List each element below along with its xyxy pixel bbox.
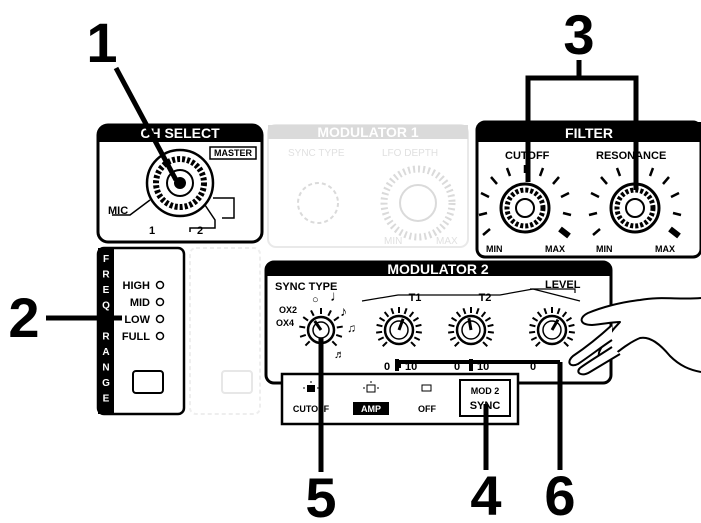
freq-range-letter: E xyxy=(103,394,110,405)
callout-6: 6 xyxy=(397,360,576,523)
sync-type-knob[interactable] xyxy=(299,308,343,347)
t1-zero: 0 xyxy=(384,361,390,373)
callout-2: 2 xyxy=(8,286,122,349)
callout-3: 3 xyxy=(525,3,639,190)
freq-option-led xyxy=(155,314,165,324)
freq-option-high: HIGH xyxy=(123,280,151,292)
x2-label: OX2 xyxy=(279,305,297,315)
x4-label: OX4 xyxy=(276,318,294,328)
note-icons: ○ ♩ ♪ ♫ ♬ xyxy=(312,288,356,361)
modulator2-destination-panel: CUTOFF AMP OFF MOD 2 SYNC xyxy=(280,372,520,426)
dest-amp: AMP xyxy=(361,404,381,414)
freq-range-letter: Q xyxy=(102,301,110,312)
svg-text:♩: ♩ xyxy=(330,288,345,305)
freq-option-led xyxy=(155,331,165,341)
filter-title: FILTER xyxy=(565,125,613,141)
freq-option-led xyxy=(155,280,165,290)
master-tag xyxy=(209,146,257,160)
callout-1: 1 xyxy=(86,11,179,182)
ch-select-title: CH SELECT xyxy=(140,125,220,141)
resonance-scale xyxy=(588,165,682,239)
sync-type-label: SYNC TYPE xyxy=(275,281,337,293)
svg-text:♪: ♪ xyxy=(340,303,347,319)
callout-1-number: 1 xyxy=(86,11,117,74)
ch-select-panel: CH SELECT MASTER MIC 1 2 xyxy=(96,123,264,244)
freq-range-letter: E xyxy=(103,285,110,296)
freq-range-options: HIGH MID LOW FULL xyxy=(122,280,165,343)
resonance-min: MIN xyxy=(596,244,613,254)
freq-range-button[interactable] xyxy=(132,370,164,394)
freq-range-letter: A xyxy=(102,347,109,358)
callout-4: 4 xyxy=(470,404,502,523)
freq-range-ghost-panel xyxy=(189,247,261,415)
callout-5-number: 5 xyxy=(305,466,336,523)
cutoff-knob[interactable] xyxy=(499,182,551,234)
t1-label: T1 xyxy=(409,292,422,304)
level-label: LEVEL xyxy=(545,279,581,291)
level-zero: 0 xyxy=(530,361,536,373)
off-indicator-icon xyxy=(421,384,432,392)
callout-4-number: 4 xyxy=(470,464,501,523)
mic-label: MIC xyxy=(108,205,128,217)
freq-range-letter: G xyxy=(102,378,110,389)
freq-option-mid: MID xyxy=(130,297,150,309)
modulator2-panel: MODULATOR 2 SYNC TYPE T1 T2 LEVEL OX2 OX… xyxy=(264,260,613,385)
modulator1-title: MODULATOR 1 xyxy=(317,124,419,140)
modulator2-title: MODULATOR 2 xyxy=(387,261,489,277)
freq-range-letter: F xyxy=(103,254,109,265)
ch2-label: 2 xyxy=(197,225,203,237)
modulator1-sync-knob xyxy=(297,182,339,224)
ch-select-knob[interactable] xyxy=(145,148,215,218)
freq-option-led xyxy=(155,297,165,307)
freq-range-letter: N xyxy=(102,363,109,374)
cutoff-max: MAX xyxy=(545,244,565,254)
modulator1-sync: SYNC TYPE xyxy=(288,148,345,159)
callout-3-number: 3 xyxy=(563,3,594,66)
callout-5: 5 xyxy=(305,338,337,523)
freq-option-low: LOW xyxy=(124,314,150,326)
mod2-label: MOD 2 xyxy=(471,386,500,396)
modulator1-min: MIN xyxy=(384,236,402,247)
t2-knob[interactable] xyxy=(448,307,494,347)
filter-panel: FILTER CUTOFF RESONANCE xyxy=(475,120,701,259)
modulator1-depth-knob xyxy=(380,165,456,241)
freq-range-letter: R xyxy=(102,332,110,343)
level-knob[interactable] xyxy=(529,307,575,347)
dest-cutoff: CUTOFF xyxy=(293,404,330,414)
cutoff-min: MIN xyxy=(486,244,503,254)
t2-zero: 0 xyxy=(454,361,460,373)
svg-text:♫: ♫ xyxy=(347,321,356,335)
hand-illustration xyxy=(568,297,701,376)
resonance-knob[interactable] xyxy=(609,182,661,234)
t1-knob[interactable] xyxy=(376,307,422,347)
master-label: MASTER xyxy=(214,148,253,158)
t2-label: T2 xyxy=(479,292,492,304)
callout-6-number: 6 xyxy=(544,464,575,523)
callout-2-number: 2 xyxy=(8,286,39,349)
svg-text:♬: ♬ xyxy=(334,349,345,361)
resonance-max: MAX xyxy=(655,244,675,254)
amp-indicator-icon xyxy=(363,381,379,393)
freq-option-full: FULL xyxy=(122,331,150,343)
modulator1-depth: LFO DEPTH xyxy=(382,148,438,159)
ch1-label: 1 xyxy=(149,225,155,237)
modulator1-max: MAX xyxy=(436,236,458,247)
svg-text:○: ○ xyxy=(312,294,319,306)
freq-range-letter: R xyxy=(102,270,110,281)
modulator1-panel: MODULATOR 1 SYNC TYPE LFO DEPTH MIN MAX xyxy=(267,124,469,248)
dest-off: OFF xyxy=(418,404,436,414)
cutoff-scale xyxy=(478,165,572,239)
resonance-label: RESONANCE xyxy=(596,150,666,162)
